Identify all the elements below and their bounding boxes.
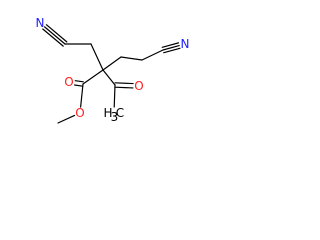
nitrile-nitrogen-top-label: N <box>36 16 45 30</box>
methyl-hydrogen-label: H <box>103 106 112 120</box>
bond-a14-a15 <box>113 84 116 108</box>
ester-oxygen-label: O <box>75 106 84 120</box>
bond-a7-a9-b <box>45 24 68 43</box>
bond-a12-a13 <box>57 114 76 124</box>
bond-a5-a6 <box>90 43 104 71</box>
nitrile-nitrogen-right-label: N <box>181 37 190 51</box>
bond-a1-a2-c <box>163 47 181 54</box>
bond-a14-a16-b <box>114 82 134 85</box>
bond-a10-a11-a <box>74 80 84 83</box>
ester-carbonyl-oxygen-label: O <box>64 75 73 89</box>
labels-layer: N N O O O H3C <box>36 16 190 124</box>
bond-a5-a14 <box>102 69 116 86</box>
bond-a14-a16-a <box>114 86 134 89</box>
bond-a10-a12 <box>80 83 84 108</box>
bond-a3-a4 <box>120 56 143 61</box>
molecule-diagram: N N O O O H3C <box>36 16 190 124</box>
bonds-layer <box>42 24 181 124</box>
bond-a7-a9-c <box>42 28 64 47</box>
bond-a5-a10 <box>82 69 104 85</box>
bond-a1-a2-a <box>162 44 180 51</box>
bond-a7-a9-a <box>43 26 66 45</box>
bond-a2-a3 <box>141 49 164 61</box>
bond-a1-a2-b <box>161 42 180 48</box>
ketone-oxygen-label: O <box>134 79 143 93</box>
bond-a10-a11-b <box>74 84 84 87</box>
methyl-subscript-label: 3 <box>111 110 119 124</box>
bond-a4-a5 <box>102 56 122 71</box>
methyl-carbon-label: C <box>116 106 124 120</box>
